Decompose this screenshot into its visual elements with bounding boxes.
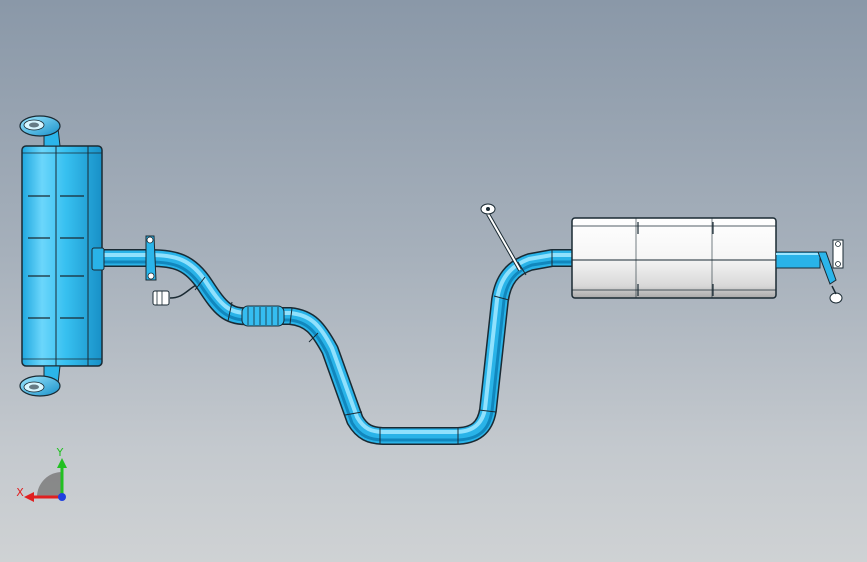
reference-triad-icon: Y X	[16, 446, 67, 502]
pipe-body	[100, 250, 575, 444]
triad-y-label: Y	[56, 446, 64, 459]
pipe-highlight	[100, 253, 575, 434]
pipe-flange-rear[interactable]	[145, 235, 157, 281]
tailpipe-tip-top[interactable]	[19, 115, 61, 147]
hanger-bracket-icon[interactable]	[480, 203, 522, 271]
rear-muffler[interactable]	[21, 145, 105, 367]
oxygen-sensor[interactable]	[152, 284, 197, 306]
pipe-shadow	[100, 260, 575, 442]
front-muffler[interactable]	[571, 217, 777, 299]
flex-joint	[241, 305, 285, 327]
pipe-seams	[194, 250, 553, 444]
exhaust-pipe[interactable]	[100, 249, 575, 445]
triad-x-label: X	[16, 486, 24, 499]
tailpipe-tip-bottom[interactable]	[19, 365, 61, 397]
inlet-pipe[interactable]	[775, 239, 844, 304]
muffler-seam-marks	[28, 195, 84, 319]
